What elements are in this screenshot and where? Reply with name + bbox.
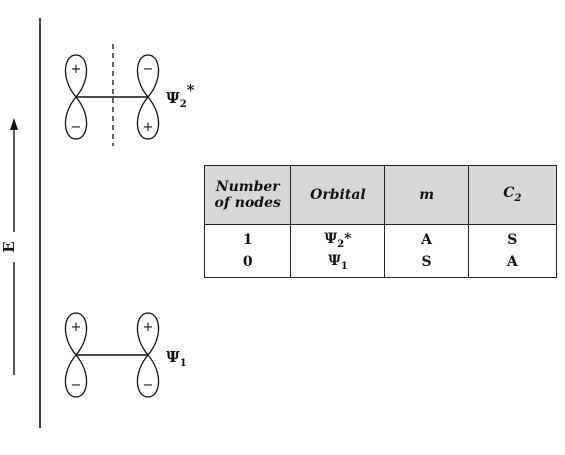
phase-sign: − bbox=[71, 120, 82, 135]
table-row: 1 Ψ2* A S bbox=[203, 224, 558, 251]
cell-orbital-sub: 2 bbox=[337, 238, 345, 250]
cell-c2: S bbox=[467, 224, 558, 251]
header-m: m bbox=[384, 165, 469, 225]
header-orbital: Orbital bbox=[290, 165, 386, 225]
header-nodes-line2: of nodes bbox=[214, 195, 281, 211]
header-nodes-line1: Number bbox=[215, 178, 280, 195]
table-header-row: Number of nodes Orbital m C2 bbox=[203, 165, 558, 225]
cell-orbital: Ψ1 bbox=[290, 251, 386, 278]
cell-orbital: Ψ2* bbox=[290, 224, 386, 251]
antibonding-star: * bbox=[187, 81, 195, 99]
cell-c2: A bbox=[467, 251, 558, 278]
header-c2-letter: C bbox=[503, 185, 515, 202]
phase-sign: + bbox=[143, 320, 154, 335]
table-row: 0 Ψ1 S A bbox=[203, 251, 558, 278]
phase-sign: − bbox=[71, 378, 82, 393]
symmetry-table: Number of nodes Orbital m C2 1 Ψ2* A S 0… bbox=[203, 165, 558, 278]
orbital-subscript: 1 bbox=[180, 358, 187, 369]
p-orbital-lobe bbox=[64, 353, 88, 398]
phase-sign: + bbox=[71, 320, 82, 335]
energy-axis-label: E bbox=[0, 241, 18, 252]
cell-m: A bbox=[384, 224, 469, 251]
arrow-up-icon bbox=[10, 118, 18, 130]
p-orbital-lobe bbox=[136, 353, 160, 398]
header-c2: C2 bbox=[467, 165, 558, 225]
orbital-label-psi2-star: Ψ2* bbox=[166, 81, 195, 110]
orbital-label-psi1: Ψ1 bbox=[166, 348, 187, 369]
p-orbital-lobe bbox=[136, 312, 160, 357]
cell-nodes: 1 bbox=[203, 224, 292, 251]
cell-orbital-sub: 1 bbox=[340, 260, 348, 272]
phase-sign: − bbox=[143, 62, 154, 77]
p-orbital-lobe bbox=[64, 95, 88, 140]
p-orbital-lobe bbox=[64, 312, 88, 357]
cell-m: S bbox=[384, 251, 469, 278]
energy-axis: E bbox=[0, 118, 18, 375]
phase-sign: − bbox=[143, 378, 154, 393]
orbital-psi2-star: + − − + Ψ2* bbox=[64, 44, 195, 146]
cell-orbital-star: * bbox=[344, 230, 352, 247]
p-orbital-lobe bbox=[136, 95, 160, 140]
p-orbital-lobe bbox=[64, 54, 88, 99]
psi-symbol: Ψ bbox=[166, 348, 180, 366]
psi-symbol: Ψ bbox=[166, 89, 180, 107]
cell-orbital-symbol: Ψ bbox=[324, 230, 338, 247]
p-orbital-lobe bbox=[136, 54, 160, 99]
phase-sign: + bbox=[71, 62, 82, 77]
header-number-of-nodes: Number of nodes bbox=[203, 165, 292, 225]
header-c2-sub: 2 bbox=[514, 193, 522, 205]
phase-sign: + bbox=[143, 120, 154, 135]
orbital-psi1: + − + − Ψ1 bbox=[64, 312, 187, 398]
cell-nodes: 0 bbox=[203, 251, 292, 278]
orbital-subscript: 2 bbox=[180, 99, 187, 110]
cell-orbital-symbol: Ψ bbox=[328, 252, 341, 269]
